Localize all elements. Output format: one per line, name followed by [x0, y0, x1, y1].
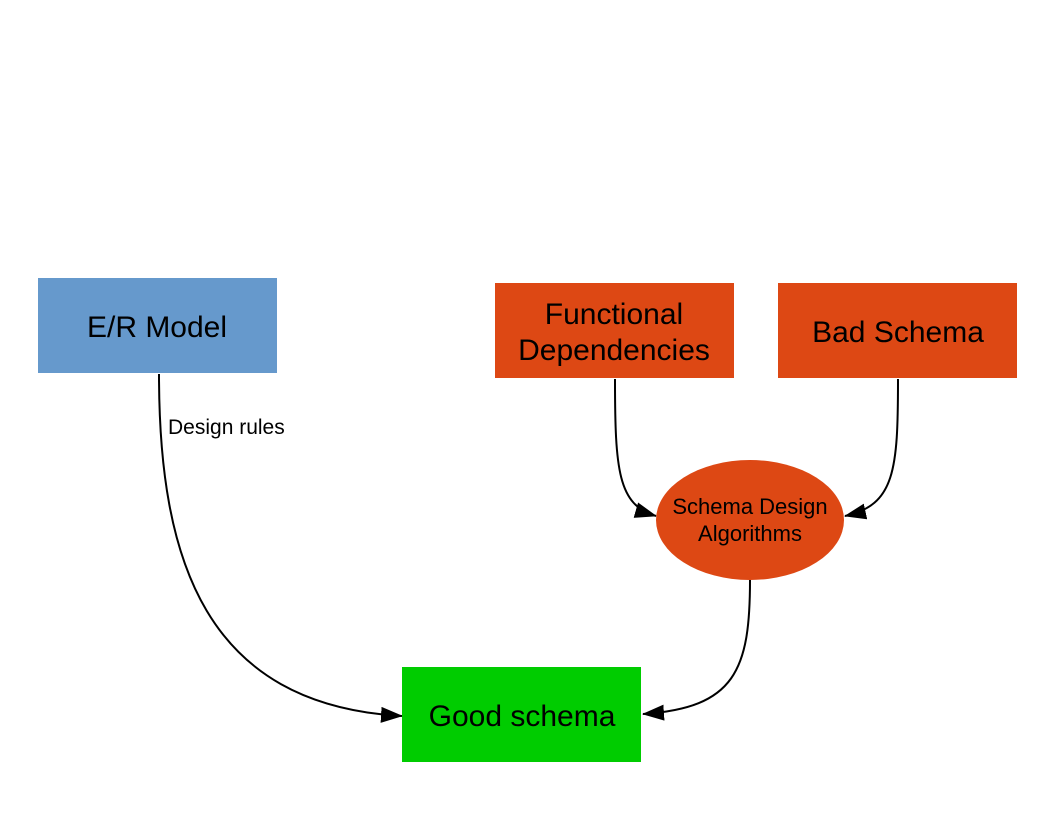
node-bad-schema-label: Bad Schema — [812, 316, 984, 349]
node-schema-design-algorithms-label-line1: Schema Design — [672, 494, 827, 519]
node-bad-schema: Bad Schema — [778, 283, 1017, 378]
node-er-model: E/R Model — [38, 278, 277, 373]
node-functional-dependencies-label-line2: Dependencies — [518, 334, 710, 367]
node-good-schema-label: Good schema — [429, 700, 616, 733]
edge-label-design-rules: Design rules — [168, 416, 285, 439]
edge-fd-to-algorithms — [614, 378, 657, 518]
node-er-model-label: E/R Model — [87, 311, 227, 344]
node-schema-design-algorithms-label-line2: Algorithms — [698, 521, 802, 546]
edge-bad-schema-to-algorithms — [844, 378, 899, 520]
node-functional-dependencies-label-line1: Functional — [545, 298, 683, 331]
node-good-schema: Good schema — [402, 667, 641, 762]
edge-algorithms-to-good-schema — [642, 579, 751, 721]
node-schema-design-algorithms: Schema Design Algorithms — [656, 460, 844, 580]
node-functional-dependencies: Functional Dependencies — [495, 283, 734, 378]
edge-er-to-good-schema — [158, 373, 403, 723]
